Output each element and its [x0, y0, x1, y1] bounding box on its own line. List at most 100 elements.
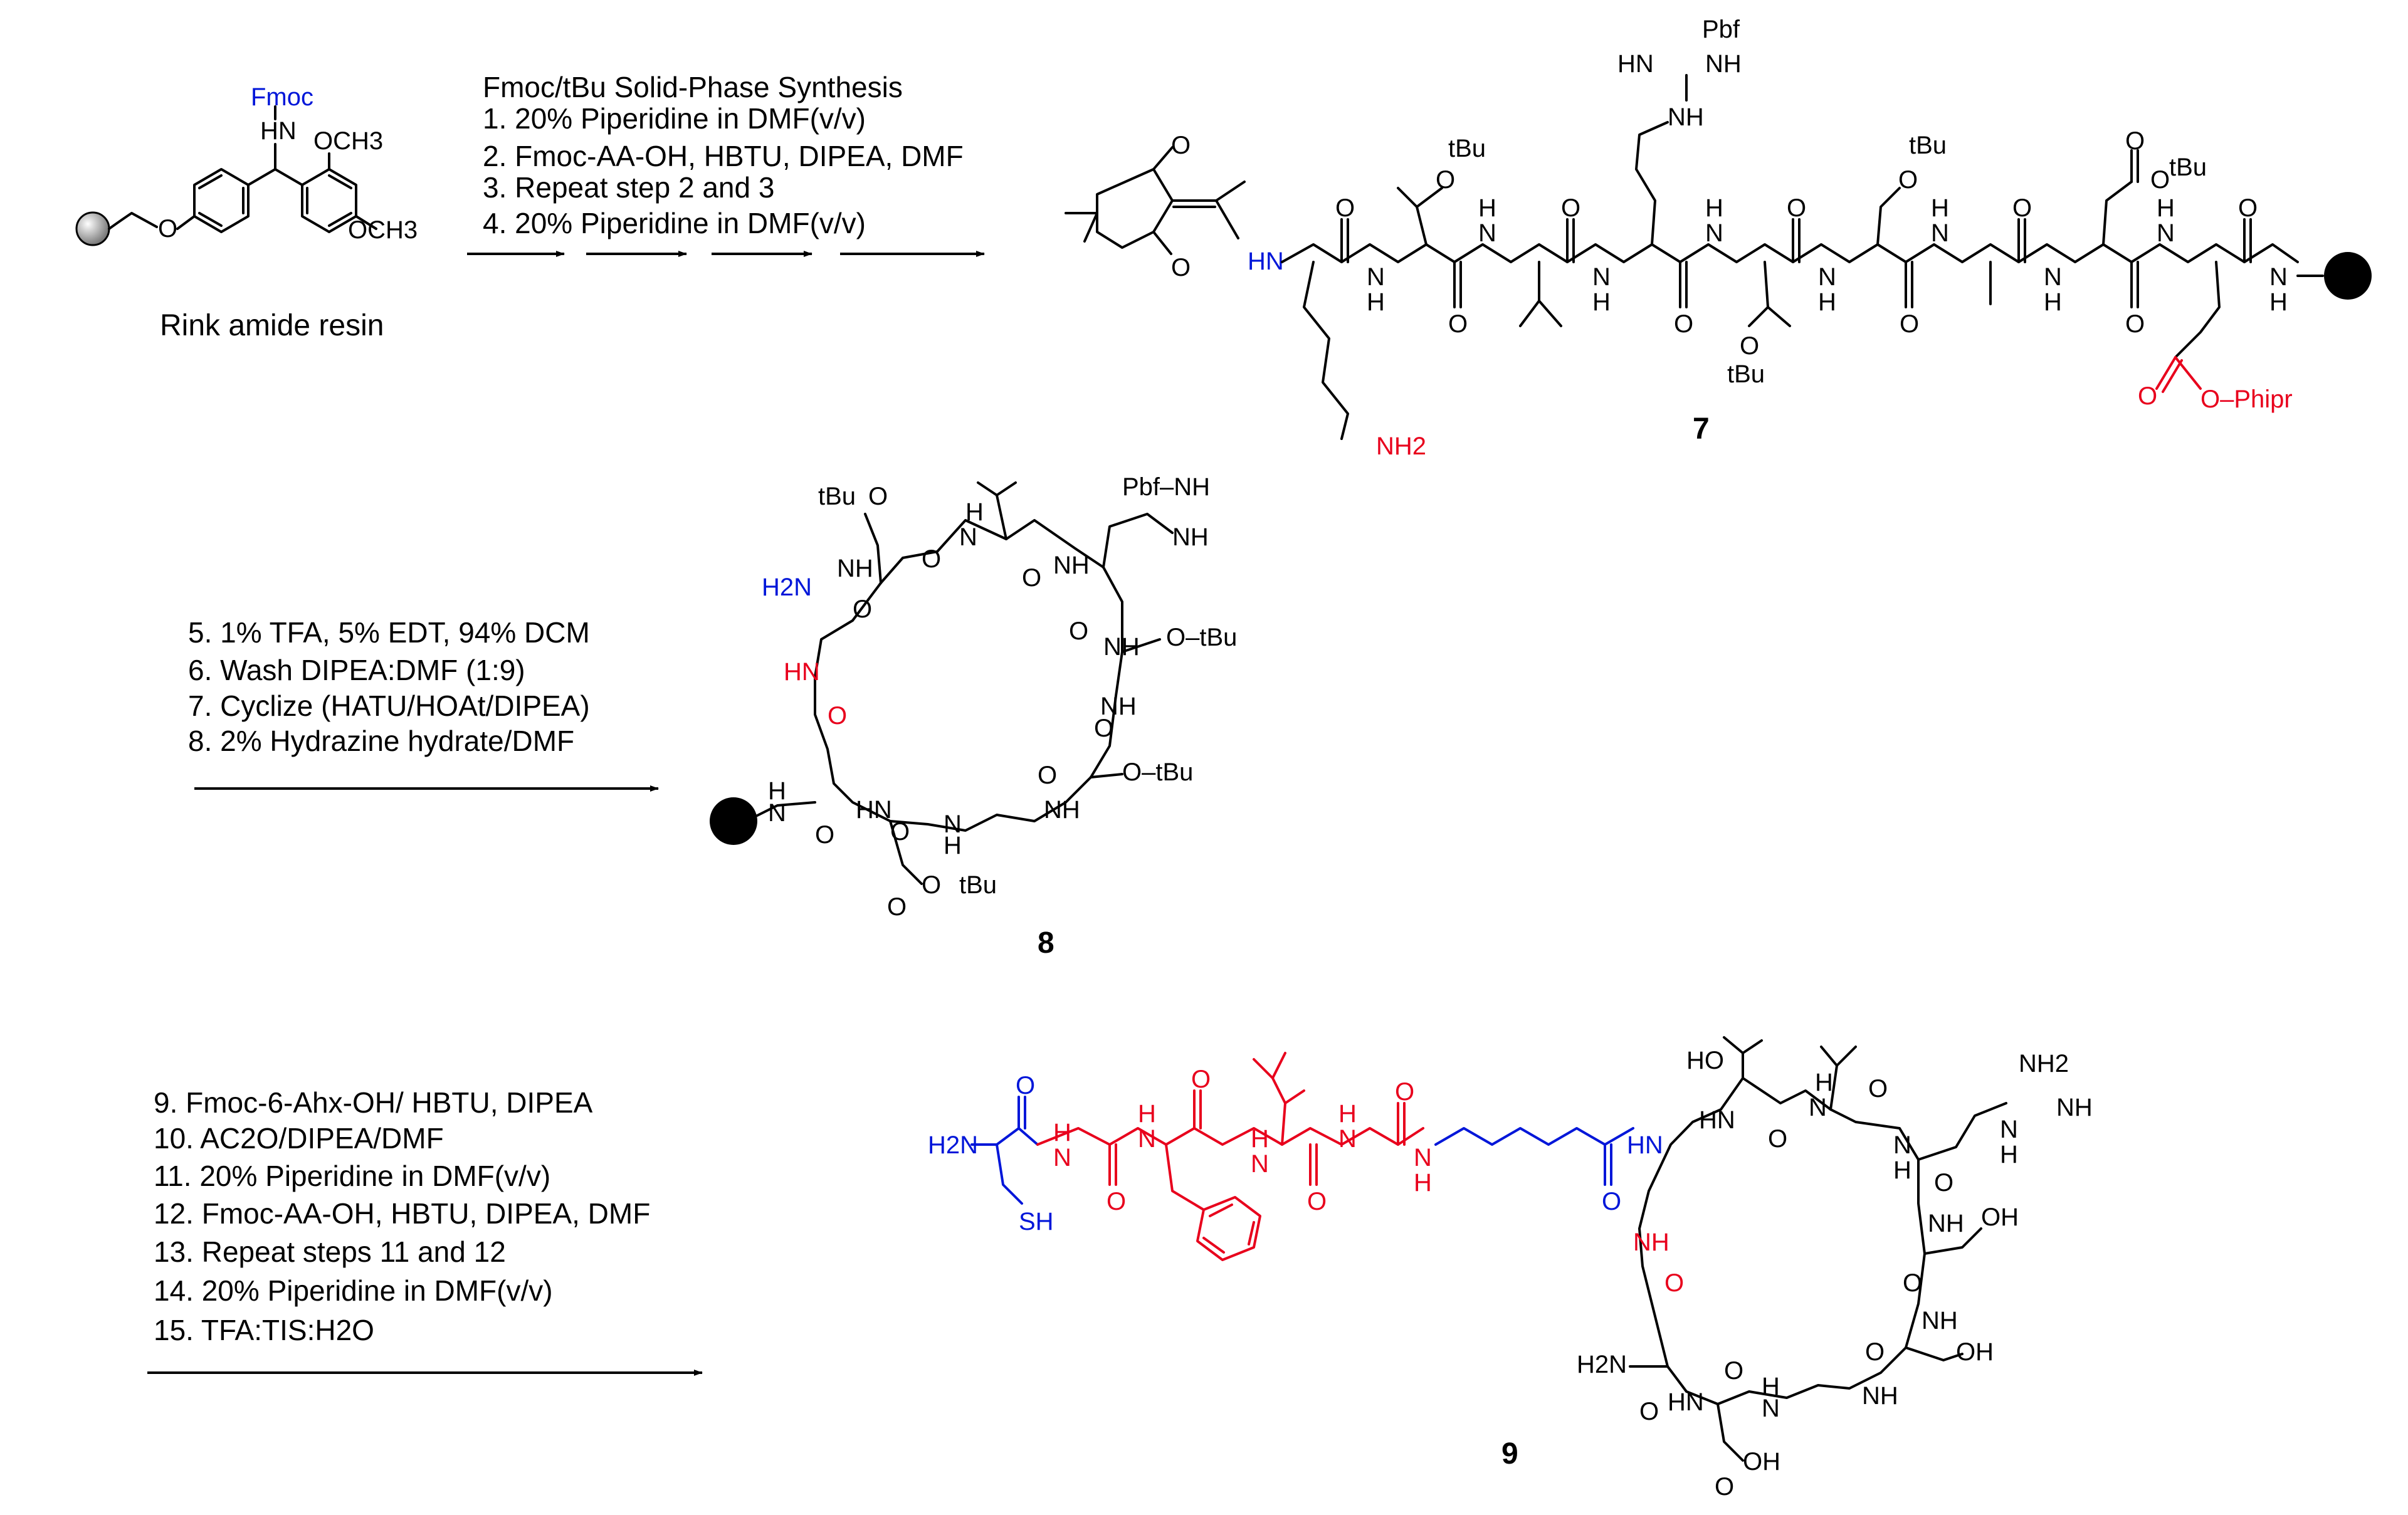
compound-9-number: 9: [1501, 1437, 1518, 1470]
compound-8-structure: NH N H NH NH NH NH N H HN HN O H2N O O O…: [710, 473, 1237, 960]
c8-nh-top-left: NH: [837, 555, 873, 582]
step-11: 11. 20% Piperidine in DMF(v/v): [154, 1160, 550, 1192]
c7-n-1: N: [1367, 263, 1385, 291]
c8-nh-right-1: NH: [1053, 552, 1090, 579]
c9-h-4: H: [1338, 1100, 1357, 1128]
resin-caption: Rink amide resin: [160, 309, 384, 342]
c9-o-gly1: O: [1107, 1188, 1126, 1215]
c7-h-4: H: [1705, 194, 1723, 222]
c9-ring-h-2: H: [1815, 1069, 1833, 1096]
compound-9-structure: H2N O SH N H O H N O N H O H N O N H O H…: [928, 1036, 2093, 1501]
c7-o-6: O: [1900, 310, 1919, 338]
c9-cys-o: O: [1016, 1072, 1035, 1099]
c8-h2n: H2N: [762, 574, 812, 601]
c7-arg-nh-2: NH: [1705, 50, 1742, 78]
c7-n-3: N: [1592, 263, 1611, 291]
c8-h-top: H: [965, 498, 984, 526]
c8-hn-bottom-left: HN: [856, 796, 892, 824]
c9-ring-o-1: O: [1768, 1125, 1787, 1153]
c7-asp-o-ester: O: [2150, 166, 2170, 194]
c7-n-4: N: [1705, 219, 1723, 247]
c9-arg-nh2: NH2: [2019, 1050, 2069, 1077]
c9-n-2: N: [1138, 1125, 1156, 1153]
step-12: 12. Fmoc-AA-OH, HBTU, DIPEA, DMF: [154, 1197, 650, 1230]
step-3: 3. Repeat step 2 and 3: [483, 171, 774, 204]
c7-o-8: O: [2125, 310, 2145, 338]
step-7: 7. Cyclize (HATU/HOAt/DIPEA): [188, 689, 590, 722]
c7-thr2-tbu: tBu: [1727, 360, 1765, 388]
c8-nh-bottom-right: NH: [1044, 796, 1080, 824]
c9-red-nh: NH: [1633, 1229, 1669, 1256]
step-5: 5. 1% TFA, 5% EDT, 94% DCM: [188, 616, 590, 649]
c9-o-gly2: O: [1395, 1078, 1414, 1106]
c9-n-3: N: [1251, 1150, 1269, 1178]
resin-bead: [75, 211, 110, 246]
c7-n-5: N: [1818, 263, 1836, 291]
step-10: 10. AC2O/DIPEA/DMF: [154, 1122, 444, 1155]
c8-o-1: O: [922, 545, 941, 573]
c8-nh-right-3: NH: [1100, 693, 1137, 720]
c8-o-4: O: [1069, 617, 1088, 645]
c7-h-3: H: [1592, 288, 1611, 316]
c9-arg-n: N: [2000, 1116, 2018, 1143]
c8-resin-bead: [710, 797, 757, 845]
c9-arg-h: H: [2000, 1141, 2018, 1168]
c8-thr2-otbu: O–tBu: [1166, 624, 1237, 651]
resin-fmoc-label: Fmoc: [251, 83, 313, 111]
c9-ring-o-2: O: [1868, 1075, 1888, 1103]
c9-ring-nh-4: NH: [1928, 1210, 1964, 1237]
dde-hn: HN: [1248, 248, 1284, 275]
c9-h-2: H: [1138, 1100, 1156, 1128]
synthesis-header: Fmoc/tBu Solid-Phase Synthesis: [483, 71, 903, 103]
c9-red-o: O: [1664, 1269, 1684, 1297]
c8-o-6: O: [1038, 762, 1057, 789]
step-13: 13. Repeat steps 11 and 12: [154, 1235, 506, 1268]
c8-arg-nh: NH: [1172, 523, 1209, 551]
c8-n-top: N: [959, 523, 977, 551]
c7-ser-o: O: [1898, 166, 1918, 194]
c9-n-1: N: [1053, 1144, 1071, 1172]
c8-asp-o-carbonyl: O: [887, 893, 907, 921]
c9-ring-o-5: O: [1865, 1338, 1885, 1366]
c9-n-4: N: [1338, 1125, 1357, 1153]
c7-lys-nh2: NH2: [1376, 432, 1426, 460]
c9-h2n: H2N: [928, 1131, 978, 1159]
step-8: 8. 2% Hydrazine hydrate/DMF: [188, 725, 574, 757]
c8-thr-tbu: tBu: [818, 483, 856, 510]
c9-h-1: H: [1053, 1119, 1071, 1146]
c9-thr2-oh: OH: [1981, 1203, 2019, 1231]
c8-thr-o: O: [868, 483, 888, 510]
compound-9-ring: [1638, 1077, 1926, 1405]
compound-7-backbone: [1281, 243, 2299, 263]
resin-hn-label: HN: [260, 117, 297, 145]
c7-thr-o: O: [1436, 166, 1455, 194]
c7-n-6: N: [1931, 219, 1949, 247]
dde-o-top: O: [1171, 132, 1191, 159]
c8-ser-otbu: O–tBu: [1122, 758, 1193, 786]
c9-ring-h-3: H: [1893, 1156, 1911, 1184]
c9-o-phe: O: [1191, 1066, 1211, 1093]
c9-asp-o: O: [1715, 1473, 1734, 1501]
c8-arg-pbf-nh: Pbf–NH: [1122, 473, 1210, 501]
c7-o-7: O: [2012, 194, 2032, 222]
c7-thr2-o: O: [1740, 332, 1759, 360]
c7-n-8: N: [2157, 219, 2175, 247]
c7-n-7: N: [2044, 263, 2062, 291]
c7-h-2: H: [1478, 194, 1496, 222]
c9-asp-oh: OH: [1743, 1448, 1780, 1476]
c8-hn-red: HN: [784, 658, 820, 686]
c9-amide-h2n: H2N: [1577, 1351, 1627, 1378]
c9-ahx-hn: HN: [1627, 1131, 1663, 1159]
c9-h-5: H: [1414, 1169, 1432, 1197]
rink-amide-resin-structure: O HN Fmoc OCH3 OCH3 Rink amide resin: [75, 83, 418, 342]
c7-h-5: H: [1818, 288, 1836, 316]
c8-resin-n: N: [768, 799, 786, 827]
c9-ring-nh-5: NH: [1922, 1307, 1958, 1334]
c7-glu-o-phipr: O–Phipr: [2200, 385, 2293, 413]
resin-och3-bottom: OCH3: [348, 216, 418, 244]
c9-thr-ho: HO: [1686, 1047, 1724, 1074]
step-1: 1. 20% Piperidine in DMF(v/v): [483, 102, 866, 135]
c9-o-leu: O: [1307, 1188, 1327, 1215]
c7-o-9: O: [2238, 194, 2258, 222]
